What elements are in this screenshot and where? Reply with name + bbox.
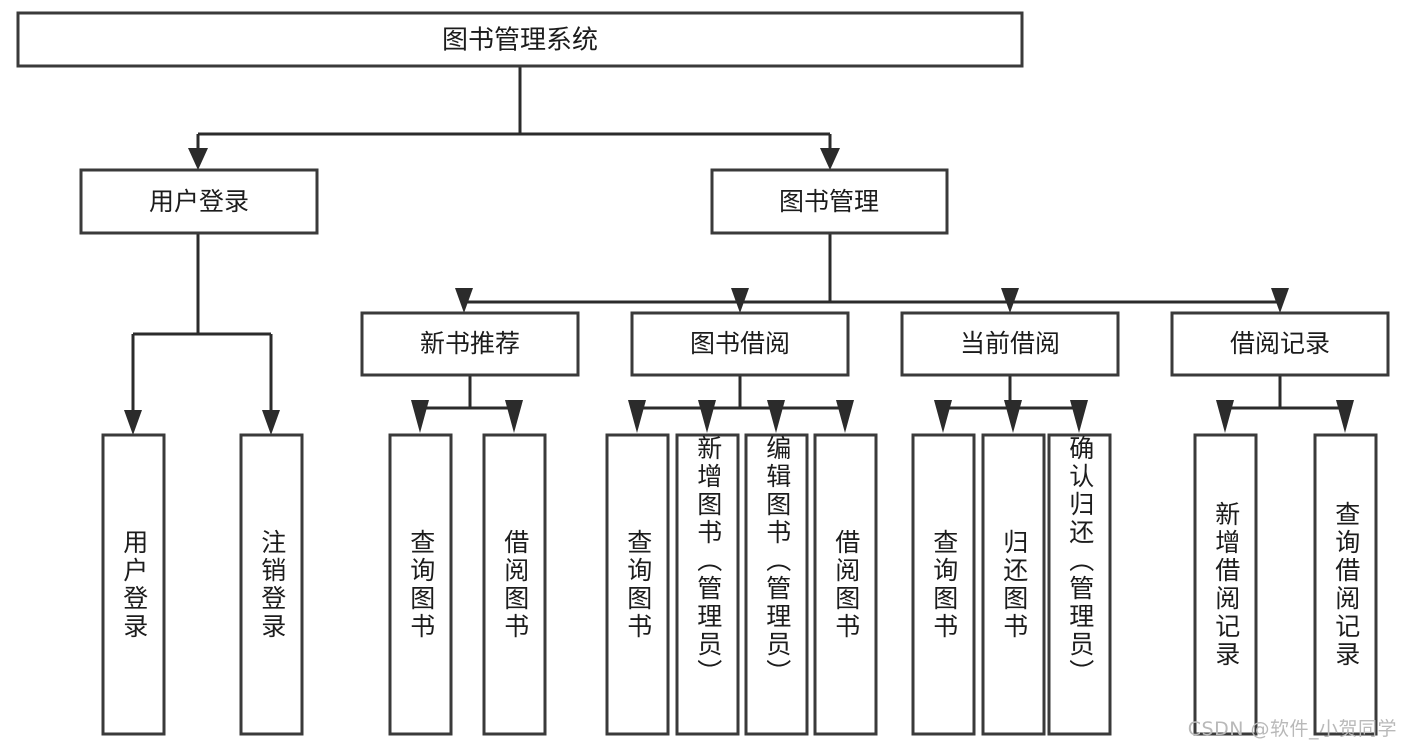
node-new-book-recommendation[interactable]: 新书推荐 bbox=[360, 311, 580, 377]
leaf-borrow-books-recommend[interactable] bbox=[482, 433, 547, 736]
node-book-management-label: 图书管理 bbox=[779, 187, 879, 216]
leaf-add-book-admin[interactable] bbox=[675, 433, 740, 736]
leaf-return-books[interactable] bbox=[981, 433, 1046, 736]
leaf-query-borrow-record[interactable] bbox=[1313, 433, 1378, 736]
node-book-borrowing[interactable]: 图书借阅 bbox=[630, 311, 850, 377]
node-new-book-recommendation-label: 新书推荐 bbox=[420, 329, 520, 358]
connector-new-book-to-leaves bbox=[411, 375, 523, 433]
node-book-management[interactable]: 图书管理 bbox=[710, 168, 949, 235]
node-root-library-management-system[interactable]: 图书管理系统 bbox=[16, 11, 1024, 68]
node-current-borrowing-label: 当前借阅 bbox=[960, 329, 1060, 358]
leaf-add-borrow-record[interactable] bbox=[1193, 433, 1258, 736]
leaf-confirm-return-admin[interactable] bbox=[1047, 433, 1112, 736]
leaf-logout[interactable] bbox=[239, 433, 304, 736]
leaf-borrow-books[interactable] bbox=[813, 433, 878, 736]
connector-book-management-to-level3 bbox=[455, 233, 1289, 313]
connector-borrowing-records-to-leaves bbox=[1216, 375, 1354, 433]
watermark: CSDN @软件_小贺同学 bbox=[1187, 718, 1397, 740]
node-borrowing-records[interactable]: 借阅记录 bbox=[1170, 311, 1390, 377]
leaf-query-books-borrow[interactable] bbox=[605, 433, 670, 736]
node-book-borrowing-label: 图书借阅 bbox=[690, 329, 790, 358]
connector-root-to-level2 bbox=[188, 66, 840, 170]
leaf-edit-book-admin[interactable] bbox=[744, 433, 809, 736]
node-current-borrowing[interactable]: 当前借阅 bbox=[900, 311, 1120, 377]
connector-book-borrowing-to-leaves bbox=[628, 375, 854, 433]
connector-user-login-to-leaves bbox=[124, 233, 280, 435]
leaf-user-login[interactable] bbox=[101, 433, 166, 736]
leaf-query-books-recommend[interactable] bbox=[388, 433, 453, 736]
connector-current-borrowing-to-leaves bbox=[934, 375, 1088, 433]
node-user-login-label: 用户登录 bbox=[149, 187, 249, 216]
node-user-login[interactable]: 用户登录 bbox=[79, 168, 319, 235]
leaf-query-books-current[interactable] bbox=[911, 433, 976, 736]
node-root-label: 图书管理系统 bbox=[442, 26, 598, 56]
node-borrowing-records-label: 借阅记录 bbox=[1230, 329, 1330, 358]
